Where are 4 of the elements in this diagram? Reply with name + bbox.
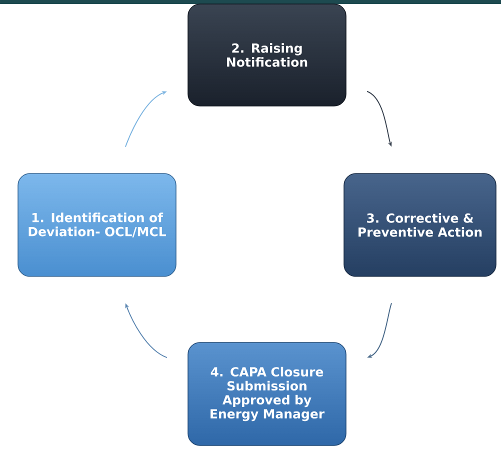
process-box: 3. Corrective & Preventive Action xyxy=(344,173,496,277)
process-box: 1. Identification of Deviation- OCL/MCL xyxy=(18,173,176,277)
process-box: 2. Raising Notification xyxy=(188,4,346,106)
process-box: 4. CAPA Closure Submission Approved by Energy Manager xyxy=(188,342,346,446)
